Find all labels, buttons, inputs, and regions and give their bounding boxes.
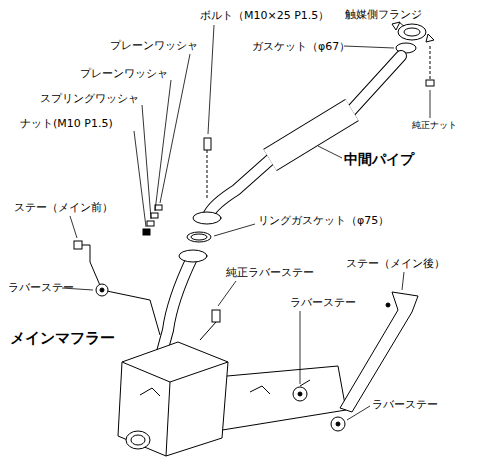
assembly-name: メインマフラー xyxy=(10,329,115,347)
part-label: リングガスケット（φ75） xyxy=(258,214,389,227)
part-label: プレーンワッシャ xyxy=(110,39,198,52)
rubber-stay xyxy=(293,387,345,431)
washer-stack xyxy=(143,205,162,235)
part-label: ラバーステー xyxy=(8,281,74,294)
part-label: スプリングワッシャ xyxy=(40,92,139,105)
leader-lines xyxy=(62,23,430,420)
front-stay xyxy=(74,241,160,335)
part-label: 触媒側フランジ xyxy=(345,8,422,21)
part-label: ガスケット（φ67） xyxy=(252,40,350,53)
assembly-name: 中間パイプ xyxy=(344,151,414,168)
stock-rubber-stay xyxy=(200,310,220,340)
part-label: ステー（メイン前） xyxy=(14,201,113,214)
bolt xyxy=(204,138,211,200)
stock-nut xyxy=(426,46,434,86)
part-label: ラバーステー xyxy=(290,296,356,309)
rear-stay xyxy=(340,292,418,412)
part-label: 純正ラバーステー xyxy=(226,266,314,279)
part-label: ステー（メイン後） xyxy=(346,257,445,270)
part-label: ボルト（M10×25 P1.5） xyxy=(200,9,329,22)
catalyst-flange xyxy=(392,22,434,42)
part-label: ラバーステー xyxy=(372,398,438,411)
main-muffler xyxy=(118,342,228,456)
main-pipe xyxy=(162,250,207,352)
part-label: 純正ナット xyxy=(412,120,457,131)
ring-gasket-75 xyxy=(187,232,211,242)
middle-pipe xyxy=(193,56,401,224)
part-label: ナット(M10 P1.5) xyxy=(20,117,113,130)
part-label: プレーンワッシャ xyxy=(80,67,168,80)
